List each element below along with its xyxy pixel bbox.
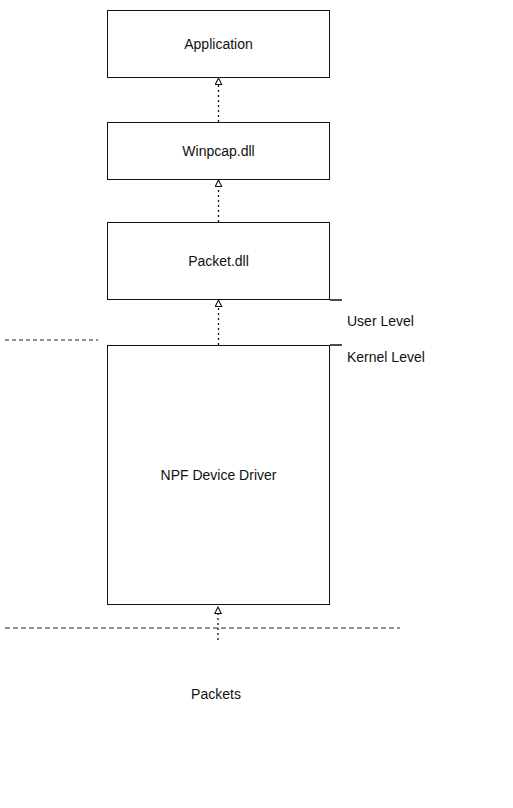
box-label: Application bbox=[176, 31, 261, 57]
process-box: Winpcap.dll bbox=[107, 122, 330, 180]
packet-arrow bbox=[217, 607, 218, 640]
input-label: Packets bbox=[189, 686, 243, 702]
box-label: Packet.dll bbox=[180, 248, 257, 274]
kernel-level-tick bbox=[330, 344, 342, 346]
flow-arrow bbox=[218, 180, 219, 222]
process-box: Application bbox=[107, 10, 330, 78]
level-label: Kernel Level bbox=[345, 349, 427, 365]
process-box: Packet.dll bbox=[107, 222, 330, 300]
network-line bbox=[5, 628, 400, 629]
flow-arrow bbox=[218, 78, 219, 122]
flow-arrow bbox=[218, 300, 219, 345]
box-label: Winpcap.dll bbox=[174, 138, 262, 164]
box-label: NPF Device Driver bbox=[153, 462, 285, 488]
user-level-tick bbox=[330, 299, 342, 301]
process-box: NPF Device Driver bbox=[107, 345, 330, 605]
level-label: User Level bbox=[345, 313, 416, 329]
level-divider bbox=[5, 340, 98, 341]
